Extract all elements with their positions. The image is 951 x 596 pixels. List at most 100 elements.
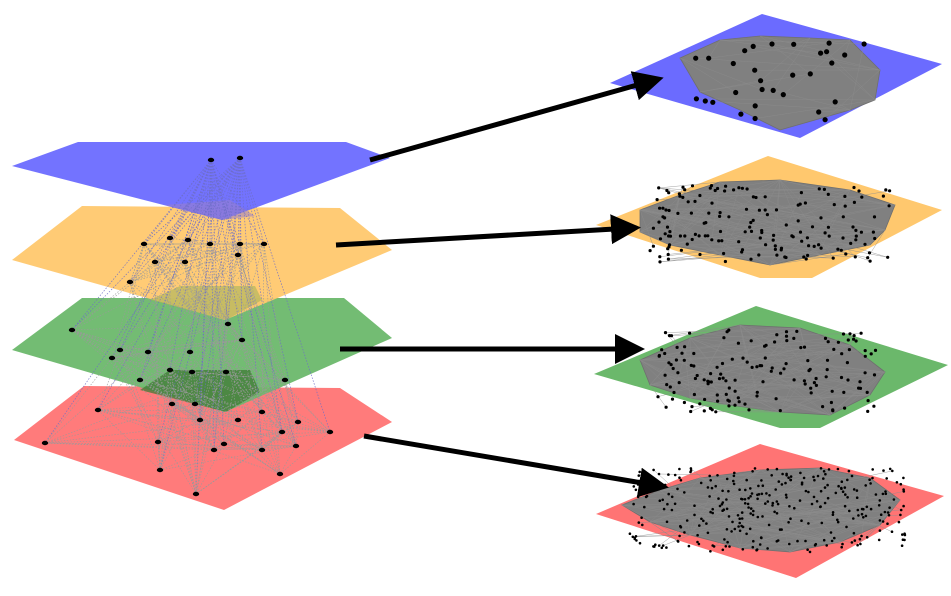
network-node-red	[852, 531, 856, 535]
inter-layer-edge	[199, 411, 263, 421]
network-edge	[689, 514, 901, 536]
network-node-green	[688, 331, 692, 335]
expanded-network-blue	[610, 14, 942, 138]
network-node-red	[640, 516, 643, 519]
network-node-red	[628, 532, 632, 535]
network-edge	[739, 500, 880, 549]
network-node-orange	[771, 238, 775, 242]
network-edge	[639, 359, 718, 402]
network-node-red	[764, 502, 767, 505]
network-node-blue	[750, 43, 756, 50]
network-node-orange	[866, 256, 870, 260]
network-edge	[860, 477, 871, 545]
network-node-green	[749, 339, 753, 343]
inter-layer-edge	[189, 351, 197, 495]
network-node-red	[737, 525, 740, 528]
network-node-red	[862, 507, 865, 511]
inter-layer-edge	[195, 431, 283, 495]
network-node-blue	[861, 41, 867, 47]
network-node-green	[730, 357, 734, 361]
inter-layer-edge	[237, 379, 286, 421]
network-edge	[734, 483, 901, 501]
inter-layer-edge	[129, 261, 156, 283]
network-edge	[765, 503, 881, 526]
inter-layer-edge	[97, 157, 241, 411]
network-node-red	[721, 489, 724, 493]
inter-layer-edge	[241, 339, 263, 451]
network-node-red	[711, 544, 714, 547]
inter-layer-edge	[261, 431, 283, 451]
network-edge	[783, 39, 851, 95]
inter-layer-edge	[129, 159, 212, 283]
network-node-blue	[759, 86, 765, 93]
network-node-blue	[790, 72, 796, 78]
network-node-red	[631, 535, 635, 539]
inter-layer-edge	[111, 357, 197, 495]
inter-layer-edge	[71, 281, 131, 331]
network-node-orange	[843, 204, 847, 208]
network-edge	[728, 469, 761, 492]
network-edge	[722, 363, 871, 396]
network-node-green	[858, 380, 862, 384]
network-node-orange	[716, 186, 720, 191]
network-node-orange	[888, 189, 892, 193]
network-edge	[721, 477, 871, 505]
network-node-red	[775, 512, 779, 515]
network-node-red	[738, 521, 741, 525]
network-edge	[657, 344, 851, 397]
network-edge	[739, 324, 868, 393]
network-node-red	[860, 512, 864, 516]
network-node-orange	[718, 211, 722, 215]
network-node-red	[844, 493, 847, 496]
network-edge	[660, 244, 871, 263]
network-edge	[694, 505, 841, 543]
inter-layer-edge	[184, 261, 263, 451]
network-node-orange	[881, 194, 886, 198]
network-node-red	[816, 474, 820, 478]
network-node-red	[648, 478, 651, 481]
network-node-red	[710, 486, 714, 490]
network-node-green	[689, 409, 693, 414]
network-node-red	[696, 533, 699, 537]
network-edge	[649, 521, 852, 543]
network-node-orange	[822, 187, 827, 191]
inter-layer-edge	[71, 329, 281, 475]
network-node-red	[765, 492, 768, 495]
network-edge	[671, 327, 801, 336]
network-edge	[644, 506, 841, 543]
network-edge	[762, 516, 841, 543]
network-node-blue	[752, 115, 758, 122]
network-node-red	[759, 536, 763, 539]
network-node-green	[736, 396, 740, 400]
inter-layer-edge	[199, 419, 281, 475]
network-node-red	[740, 517, 744, 520]
inter-layer-edge	[169, 369, 173, 405]
network-edge	[679, 57, 736, 93]
network-edge	[632, 499, 901, 538]
network-node-red	[634, 488, 638, 492]
network-node-blue	[826, 40, 832, 46]
inter-layer-edge	[199, 379, 286, 421]
network-edge	[801, 192, 896, 206]
network-node-orange	[743, 230, 747, 234]
network-node-red	[789, 517, 792, 520]
network-node-red	[709, 510, 712, 514]
network-node-orange	[773, 247, 778, 251]
inter-layer-edge	[279, 431, 331, 475]
stack-node-green	[186, 349, 194, 355]
inter-layer-edge	[159, 403, 196, 471]
network-edge	[789, 514, 890, 553]
network-edge	[669, 202, 713, 246]
network-node-red	[706, 531, 710, 535]
network-node-red	[749, 507, 753, 510]
overlap-green-red	[140, 370, 260, 412]
network-node-red	[843, 486, 847, 489]
network-hull-blue	[679, 35, 881, 131]
network-node-green	[715, 393, 719, 397]
network-node-red	[784, 493, 788, 497]
inter-layer-edge	[129, 157, 241, 283]
inter-layer-edge	[97, 409, 225, 445]
network-node-orange	[708, 186, 712, 190]
inter-layer-edge	[97, 379, 141, 411]
inter-layer-edge	[237, 419, 281, 475]
